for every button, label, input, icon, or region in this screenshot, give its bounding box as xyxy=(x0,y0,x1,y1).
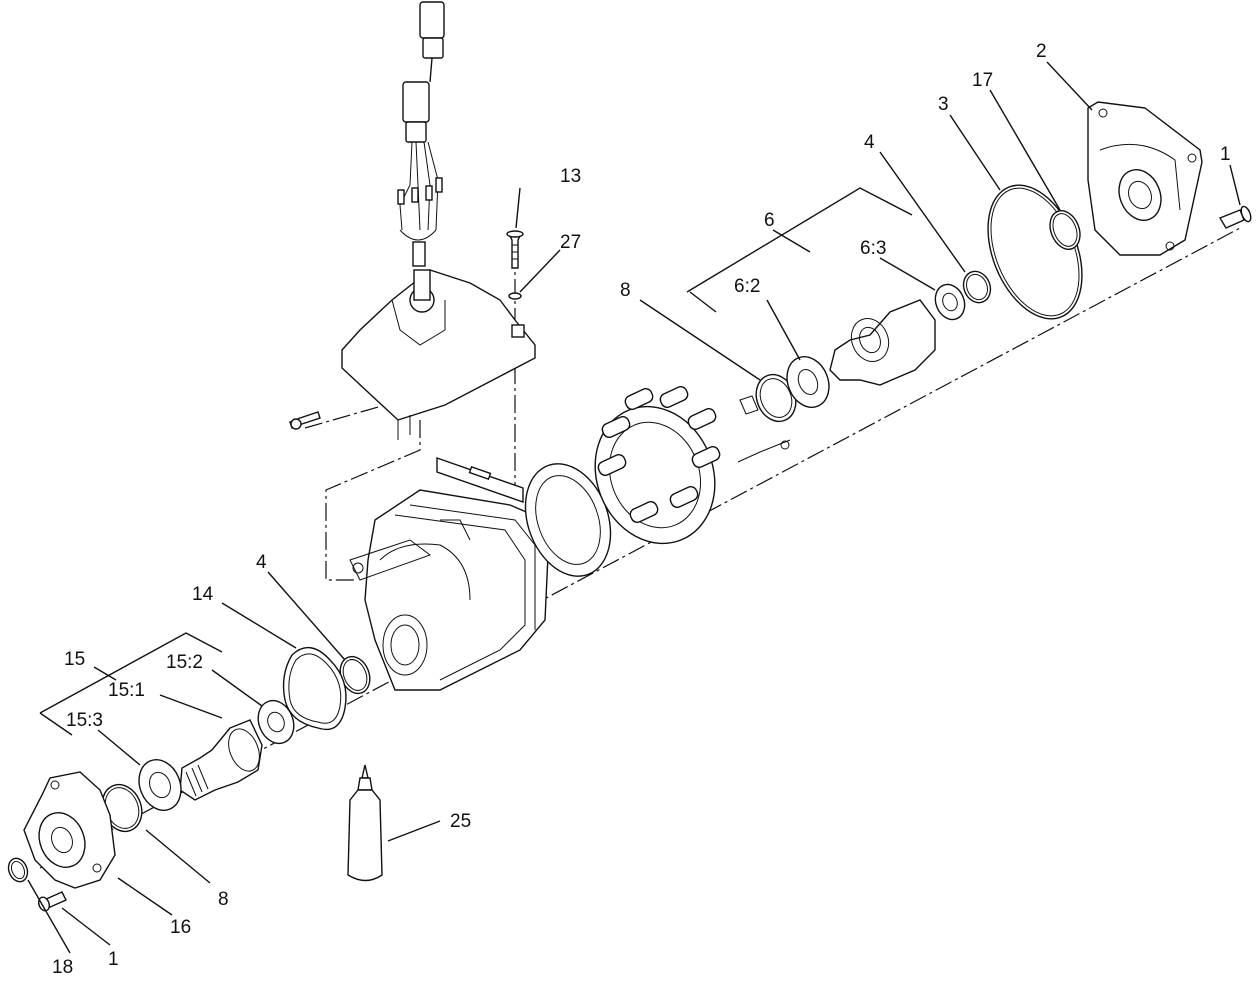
part-2-end-cover xyxy=(1087,101,1203,256)
callout-18: 18 xyxy=(52,957,73,978)
part-15-1-drive-shaft xyxy=(179,719,263,801)
callout-15-1: 15:1 xyxy=(108,680,145,701)
part-8-o-ring-bottom xyxy=(101,783,143,833)
part-1-cap-screw-bottom xyxy=(37,891,67,912)
leader-lines xyxy=(27,61,1241,954)
sensor-cover-housing xyxy=(341,269,536,440)
callout-6: 6 xyxy=(764,210,775,231)
callout-4-mid: 4 xyxy=(256,552,267,573)
callout-25: 25 xyxy=(450,811,471,832)
callout-3: 3 xyxy=(938,94,949,115)
gasket-plate xyxy=(436,457,524,503)
rotor-assembly xyxy=(594,386,721,545)
cover-screw xyxy=(289,411,321,430)
part-15-2-bearing xyxy=(257,699,295,745)
callout-14: 14 xyxy=(192,584,214,605)
callout-27: 27 xyxy=(560,232,581,253)
part-3-large-o-ring xyxy=(987,184,1083,320)
part-15-3-bearing xyxy=(138,759,182,811)
part-8-o-ring-top xyxy=(755,373,797,423)
retaining-clip xyxy=(737,395,791,463)
part-18-snap-ring xyxy=(7,857,29,883)
callout-labels: 1 2 3 17 4 6 6:3 6:2 8 13 27 4 14 15 15:… xyxy=(52,41,1231,978)
part-6-3-bearing xyxy=(934,283,966,321)
part-14-seal xyxy=(282,647,347,731)
part-6-shaft xyxy=(829,299,936,386)
part-16-front-flange xyxy=(23,771,116,889)
callout-15-2: 15:2 xyxy=(166,652,203,673)
wire-harness-connector xyxy=(397,1,445,267)
callout-15-3: 15:3 xyxy=(66,710,103,731)
callout-1-top: 1 xyxy=(1220,144,1231,165)
callout-8-bottom: 8 xyxy=(218,889,229,910)
part-17-o-ring xyxy=(1049,210,1081,250)
callout-6-3: 6:3 xyxy=(860,238,886,259)
part-1-cap-screw-top xyxy=(1218,205,1252,229)
part-13-screw xyxy=(506,230,524,269)
part-27-washer xyxy=(508,292,522,300)
callout-13: 13 xyxy=(560,166,581,187)
callout-17: 17 xyxy=(972,70,993,91)
main-pump-housing xyxy=(349,489,549,691)
callout-6-2: 6:2 xyxy=(734,276,760,297)
callout-2: 2 xyxy=(1036,41,1047,62)
callout-16: 16 xyxy=(170,917,191,938)
part-25-fluid-bottle xyxy=(347,764,383,882)
callout-4-top: 4 xyxy=(864,132,875,153)
callout-1-bottom: 1 xyxy=(108,949,119,970)
callout-15: 15 xyxy=(64,649,85,670)
part-4-o-ring-top xyxy=(962,270,992,304)
callout-8-top: 8 xyxy=(620,280,631,301)
